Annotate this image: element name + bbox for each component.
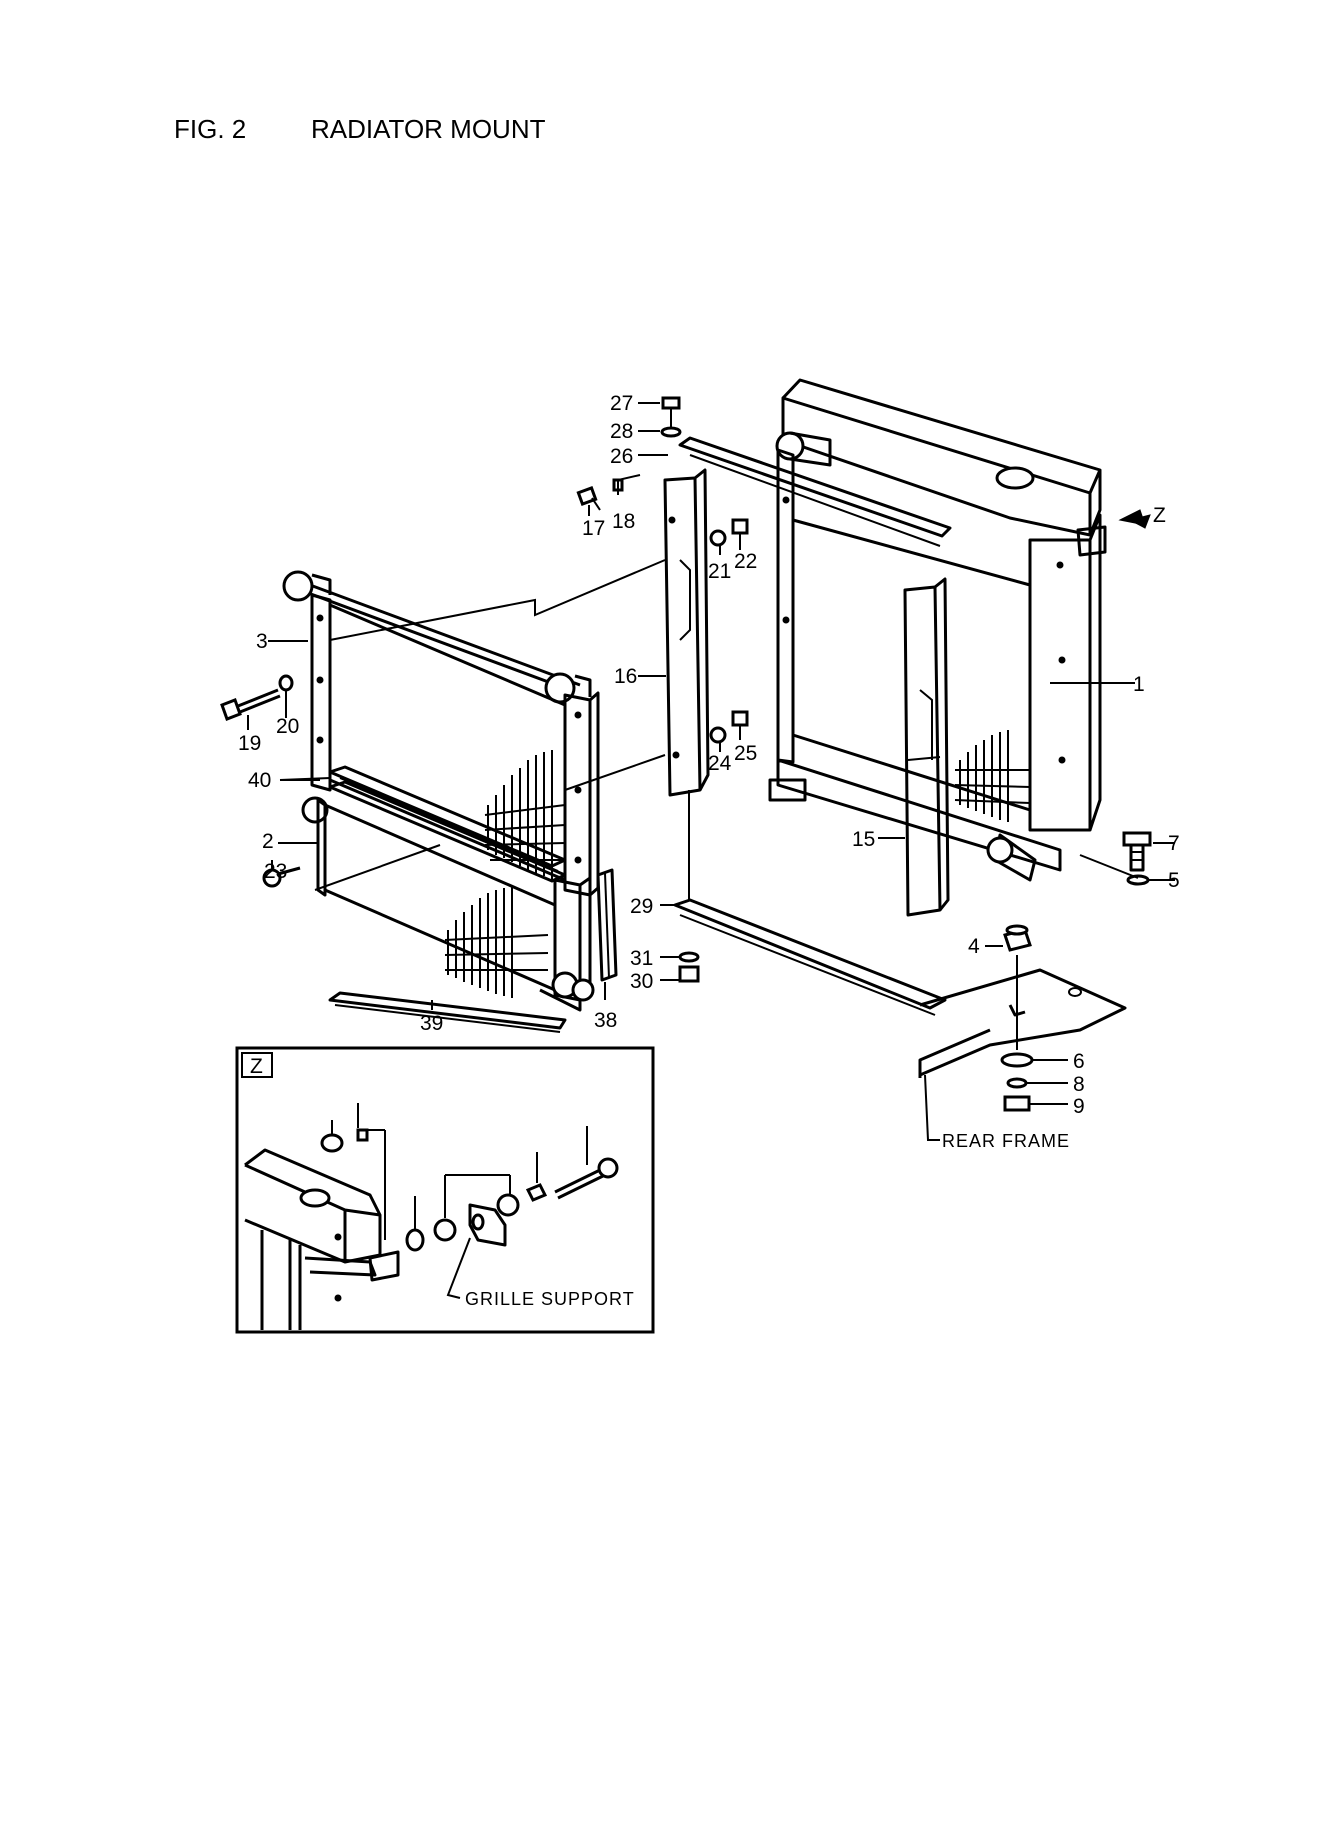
callout-17: 17: [582, 517, 605, 540]
callout-6: 6: [1073, 1050, 1085, 1073]
callout-2: 2: [262, 830, 274, 853]
callout-28: 28: [610, 420, 633, 443]
callout-16: 16: [614, 665, 637, 688]
side-seal-strip: [596, 868, 618, 982]
callout-23: 23: [264, 860, 287, 883]
callout-25: 25: [734, 742, 757, 765]
callout-30: 30: [630, 970, 653, 993]
view-arrow-z: Z: [1118, 504, 1166, 529]
callout-8: 8: [1073, 1073, 1085, 1096]
left-shroud-panel: [663, 468, 710, 797]
callout-1: 1: [1133, 673, 1145, 696]
callout-40: 40: [248, 769, 271, 792]
callout-15: 15: [852, 828, 875, 851]
callout-20: 20: [276, 715, 299, 738]
figure-title: RADIATOR MOUNT: [311, 114, 546, 144]
lower-cooler-assembly: [301, 796, 595, 1012]
callout-19: 19: [238, 732, 261, 755]
callout-5: 5: [1168, 869, 1180, 892]
view-arrow-label: Z: [1153, 504, 1166, 527]
callout-4: 4: [968, 935, 980, 958]
fasteners: [220, 396, 1152, 1112]
callout-3: 3: [256, 630, 268, 653]
oil-cooler-assembly: [282, 570, 600, 897]
callout-31: 31: [630, 947, 653, 970]
callout-9: 9: [1073, 1095, 1085, 1118]
bottom-seal-strip: [328, 991, 567, 1033]
callout-38: 38: [594, 1009, 617, 1032]
callout-29: 29: [630, 895, 653, 918]
callout-26: 26: [610, 445, 633, 468]
middle-seal-strip: [328, 765, 567, 883]
radiator-core-assembly: [768, 378, 1107, 882]
callout-22: 22: [734, 550, 757, 573]
detail-box-label: Z: [250, 1055, 263, 1078]
bottom-mount-bar: [673, 898, 947, 1016]
callout-27: 27: [610, 392, 633, 415]
figure-number: FIG. 2: [174, 114, 247, 144]
callout-24: 24: [708, 752, 732, 775]
rear-frame-label: REAR FRAME: [942, 1131, 1070, 1151]
top-seal-strip: [678, 436, 952, 547]
grille-support-label: GRILLE SUPPORT: [465, 1289, 635, 1309]
callout-39: 39: [420, 1012, 443, 1035]
callout-7: 7: [1168, 832, 1180, 855]
leader-lines: [247, 402, 1175, 1141]
detail-view-z: Z: [235, 1046, 655, 1334]
callout-21: 21: [708, 560, 731, 583]
callout-18: 18: [612, 510, 635, 533]
right-shroud-panel: [903, 577, 950, 917]
rear-frame-plate: [918, 968, 1127, 1078]
